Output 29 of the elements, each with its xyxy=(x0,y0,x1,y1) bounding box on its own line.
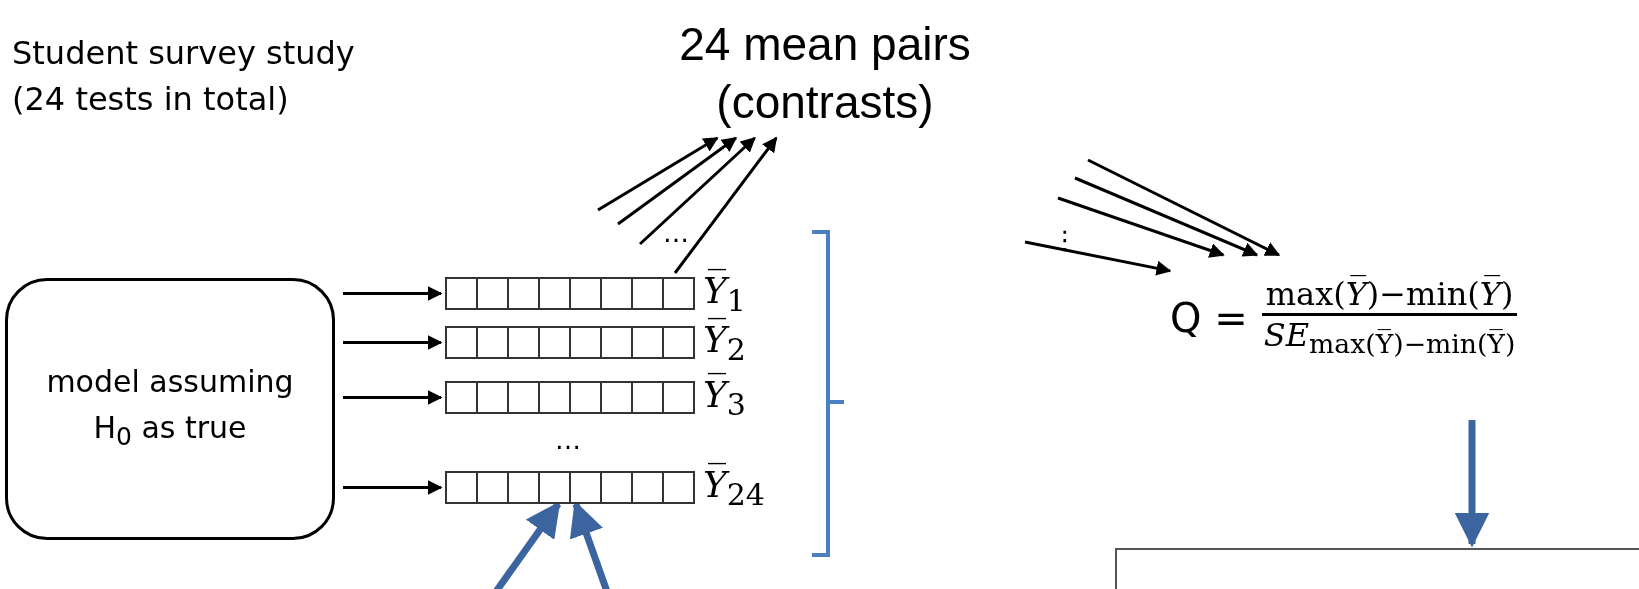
arrow xyxy=(639,136,756,246)
arrow xyxy=(617,136,738,226)
arrow xyxy=(1024,240,1172,276)
formula-numerator: max(Y̅)−min(Y̅) xyxy=(1261,275,1518,317)
arrow xyxy=(1074,176,1259,257)
process-box xyxy=(5,278,335,540)
mean-label: Y̅$_{3}$ xyxy=(703,375,746,425)
arrow xyxy=(1087,158,1281,257)
title: Student survey study (24 tests in total) xyxy=(12,33,356,120)
arrow xyxy=(343,390,443,405)
sample-row xyxy=(445,326,695,359)
heading: 24 mean pairs (contrasts) xyxy=(678,17,972,130)
sample-row xyxy=(445,277,695,310)
formula-denominator: SE$_{max(Y̅)−min(Y̅)}$ xyxy=(1263,316,1516,360)
arrow xyxy=(343,286,443,301)
arrow xyxy=(597,136,719,212)
arrow xyxy=(1057,196,1225,258)
mean-label: Y̅$_{24}$ xyxy=(703,465,765,515)
ellipsis: … xyxy=(555,425,581,455)
ellipsis: … xyxy=(663,218,689,248)
arrow xyxy=(673,136,778,274)
box-text: model assuming H$_{0}$ as true xyxy=(45,362,295,453)
mean-label: Y̅$_{1}$ xyxy=(703,271,746,319)
arrow xyxy=(343,480,443,495)
mean-label: Y̅$_{2}$ xyxy=(703,320,746,370)
sample-row xyxy=(445,471,695,504)
sample-row xyxy=(445,381,695,414)
formula-variable: Q = xyxy=(1170,294,1248,341)
arrow xyxy=(343,335,443,350)
